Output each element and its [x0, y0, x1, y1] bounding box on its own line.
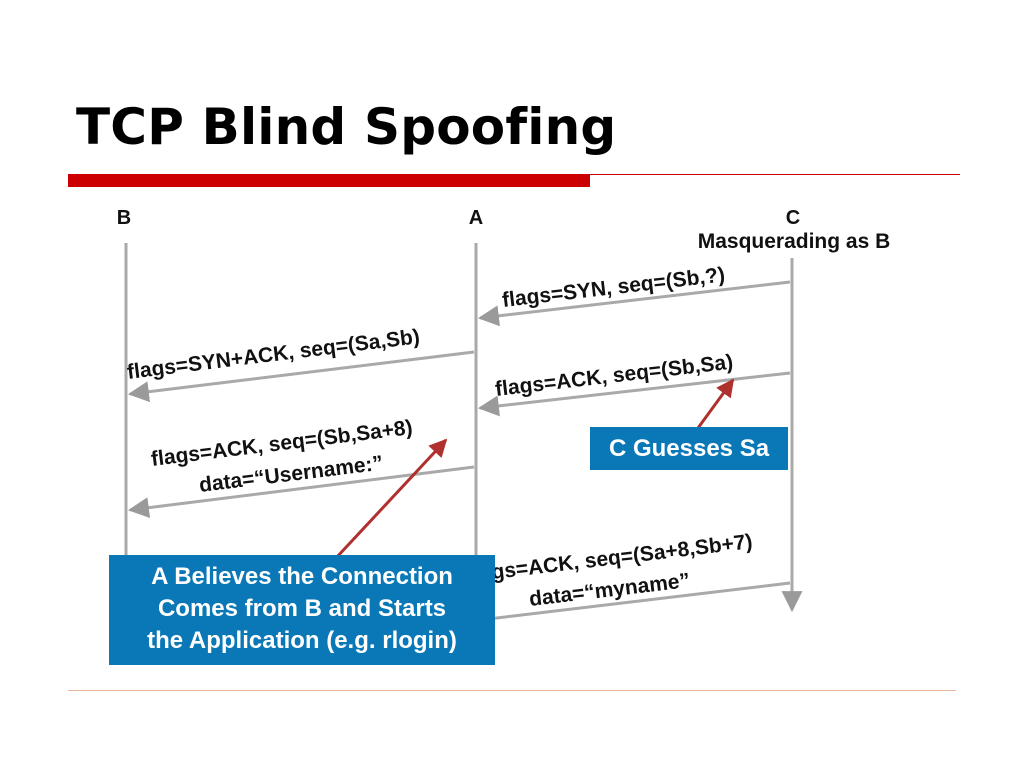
- arrow-data: [127, 465, 475, 519]
- pointer-c-guess: [696, 378, 735, 429]
- footer-rule: [68, 690, 956, 691]
- lifelines: [124, 243, 803, 613]
- arrow-ack: [477, 371, 791, 417]
- title-underline-thick: [68, 174, 590, 187]
- arrow-synack: [127, 350, 475, 403]
- callout-a-believes: A Believes the Connection Comes from B a…: [109, 555, 495, 665]
- callout-c-guesses: C Guesses Sa: [590, 427, 788, 470]
- arrow-syn: [477, 280, 791, 327]
- host-c-subtitle: Masquerading as B: [698, 230, 891, 253]
- host-label-a: A: [469, 207, 483, 229]
- slide-title: TCP Blind Spoofing: [76, 98, 617, 156]
- callout-a-line3: the Application (e.g. rlogin): [147, 627, 457, 654]
- callout-a-line2: Comes from B and Starts: [157, 595, 447, 622]
- message-syn: flags=SYN, seq=(Sb,?): [501, 263, 726, 312]
- message-arrows: [127, 280, 791, 622]
- callout-a-line1: A Believes the Connection: [151, 563, 453, 590]
- host-label-c: C: [786, 207, 800, 229]
- title-underline-thin: [590, 174, 960, 175]
- pointer-a-believes: [334, 438, 448, 560]
- host-label-b: B: [117, 207, 131, 229]
- arrow-spoof: [479, 581, 791, 622]
